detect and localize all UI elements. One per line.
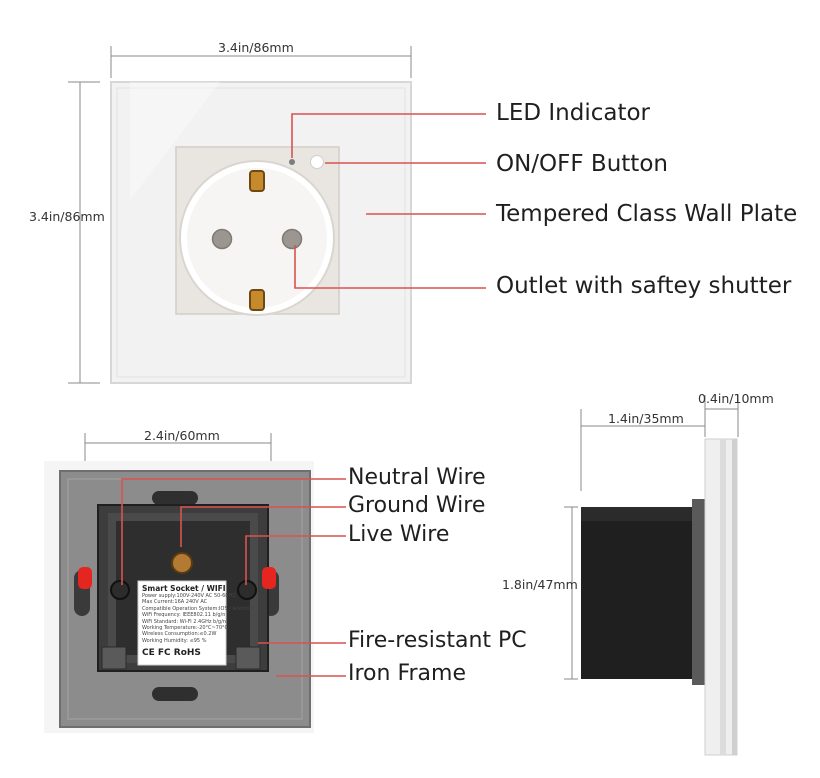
side-depth-label: 1.4in/35mm [608,411,684,426]
spec-sticker-text: Smart Socket / WIFI Power supply:100V-24… [142,584,252,659]
sticker-line: Max Current:16A 240V AC [142,599,208,606]
back-view-drawing [44,433,346,733]
callout-outlet: Outlet with saftey shutter [496,273,792,299]
sticker-line: Working Temperature:-20°C~70°C [142,625,229,632]
sticker-line: Wireless Consumption:≤0.2W [142,631,217,638]
callout-wall-plate: Tempered Class Wall Plate [496,201,798,227]
callout-live-wire: Live Wire [348,522,450,547]
side-plate-label: 0.4in/10mm [698,391,774,406]
back-view: 2.4in/60mm Smart Socket / WIFI Power sup… [0,395,560,778]
front-width-label: 3.4in/86mm [218,40,294,55]
callout-ground-wire: Ground Wire [348,493,486,518]
sticker-title: Smart Socket / WIFI [142,584,226,593]
certification-marks: CE FC RoHS [142,648,201,659]
right-pin-hole [281,228,303,250]
top-ground-clip [249,170,265,192]
sticker-line: Compatible Operation System:IOS / Androi… [142,605,252,612]
callout-on-off-button: ON/OFF Button [496,151,668,177]
front-height-label: 3.4in/86mm [29,209,105,224]
callout-fire-resistant-pc: Fire-resistant PC [348,628,527,653]
wall-plate [110,81,412,384]
callout-iron-frame: Iron Frame [348,661,466,686]
side-view-drawing [564,395,739,756]
spec-sticker [137,580,227,666]
bottom-ground-clip [249,289,265,311]
callout-neutral-wire: Neutral Wire [348,465,486,490]
sticker-line: Power supply:100V-240V AC 50-60HZ [142,593,236,599]
neutral-terminal [78,567,92,589]
front-view-drawing [68,46,486,384]
bottom-mount-slot [152,687,198,701]
front-view: 3.4in/86mm 3.4in/86mm LED Indicator ON/O… [29,40,798,384]
top-mount-slot [152,491,198,505]
live-terminal [262,567,276,589]
callout-led-indicator: LED Indicator [496,100,651,126]
led-dot [289,159,295,165]
sticker-line: Working Humidity: ≤95 % [142,637,207,644]
sticker-line: WiFi Standard: Wi-Fi 2.4GHz b/g/n [142,618,226,625]
side-body [581,507,705,679]
sticker-line: WiFi Frequency: IEEE802.11 b/g/n [142,612,226,619]
side-height-label: 1.8in/47mm [502,577,578,592]
back-width-label: 2.4in/60mm [144,428,220,443]
on-off-button-shape [310,155,324,169]
side-view: 0.4in/10mm 1.4in/35mm 1.8in/47mm [502,391,820,778]
left-pin-hole [211,228,233,250]
